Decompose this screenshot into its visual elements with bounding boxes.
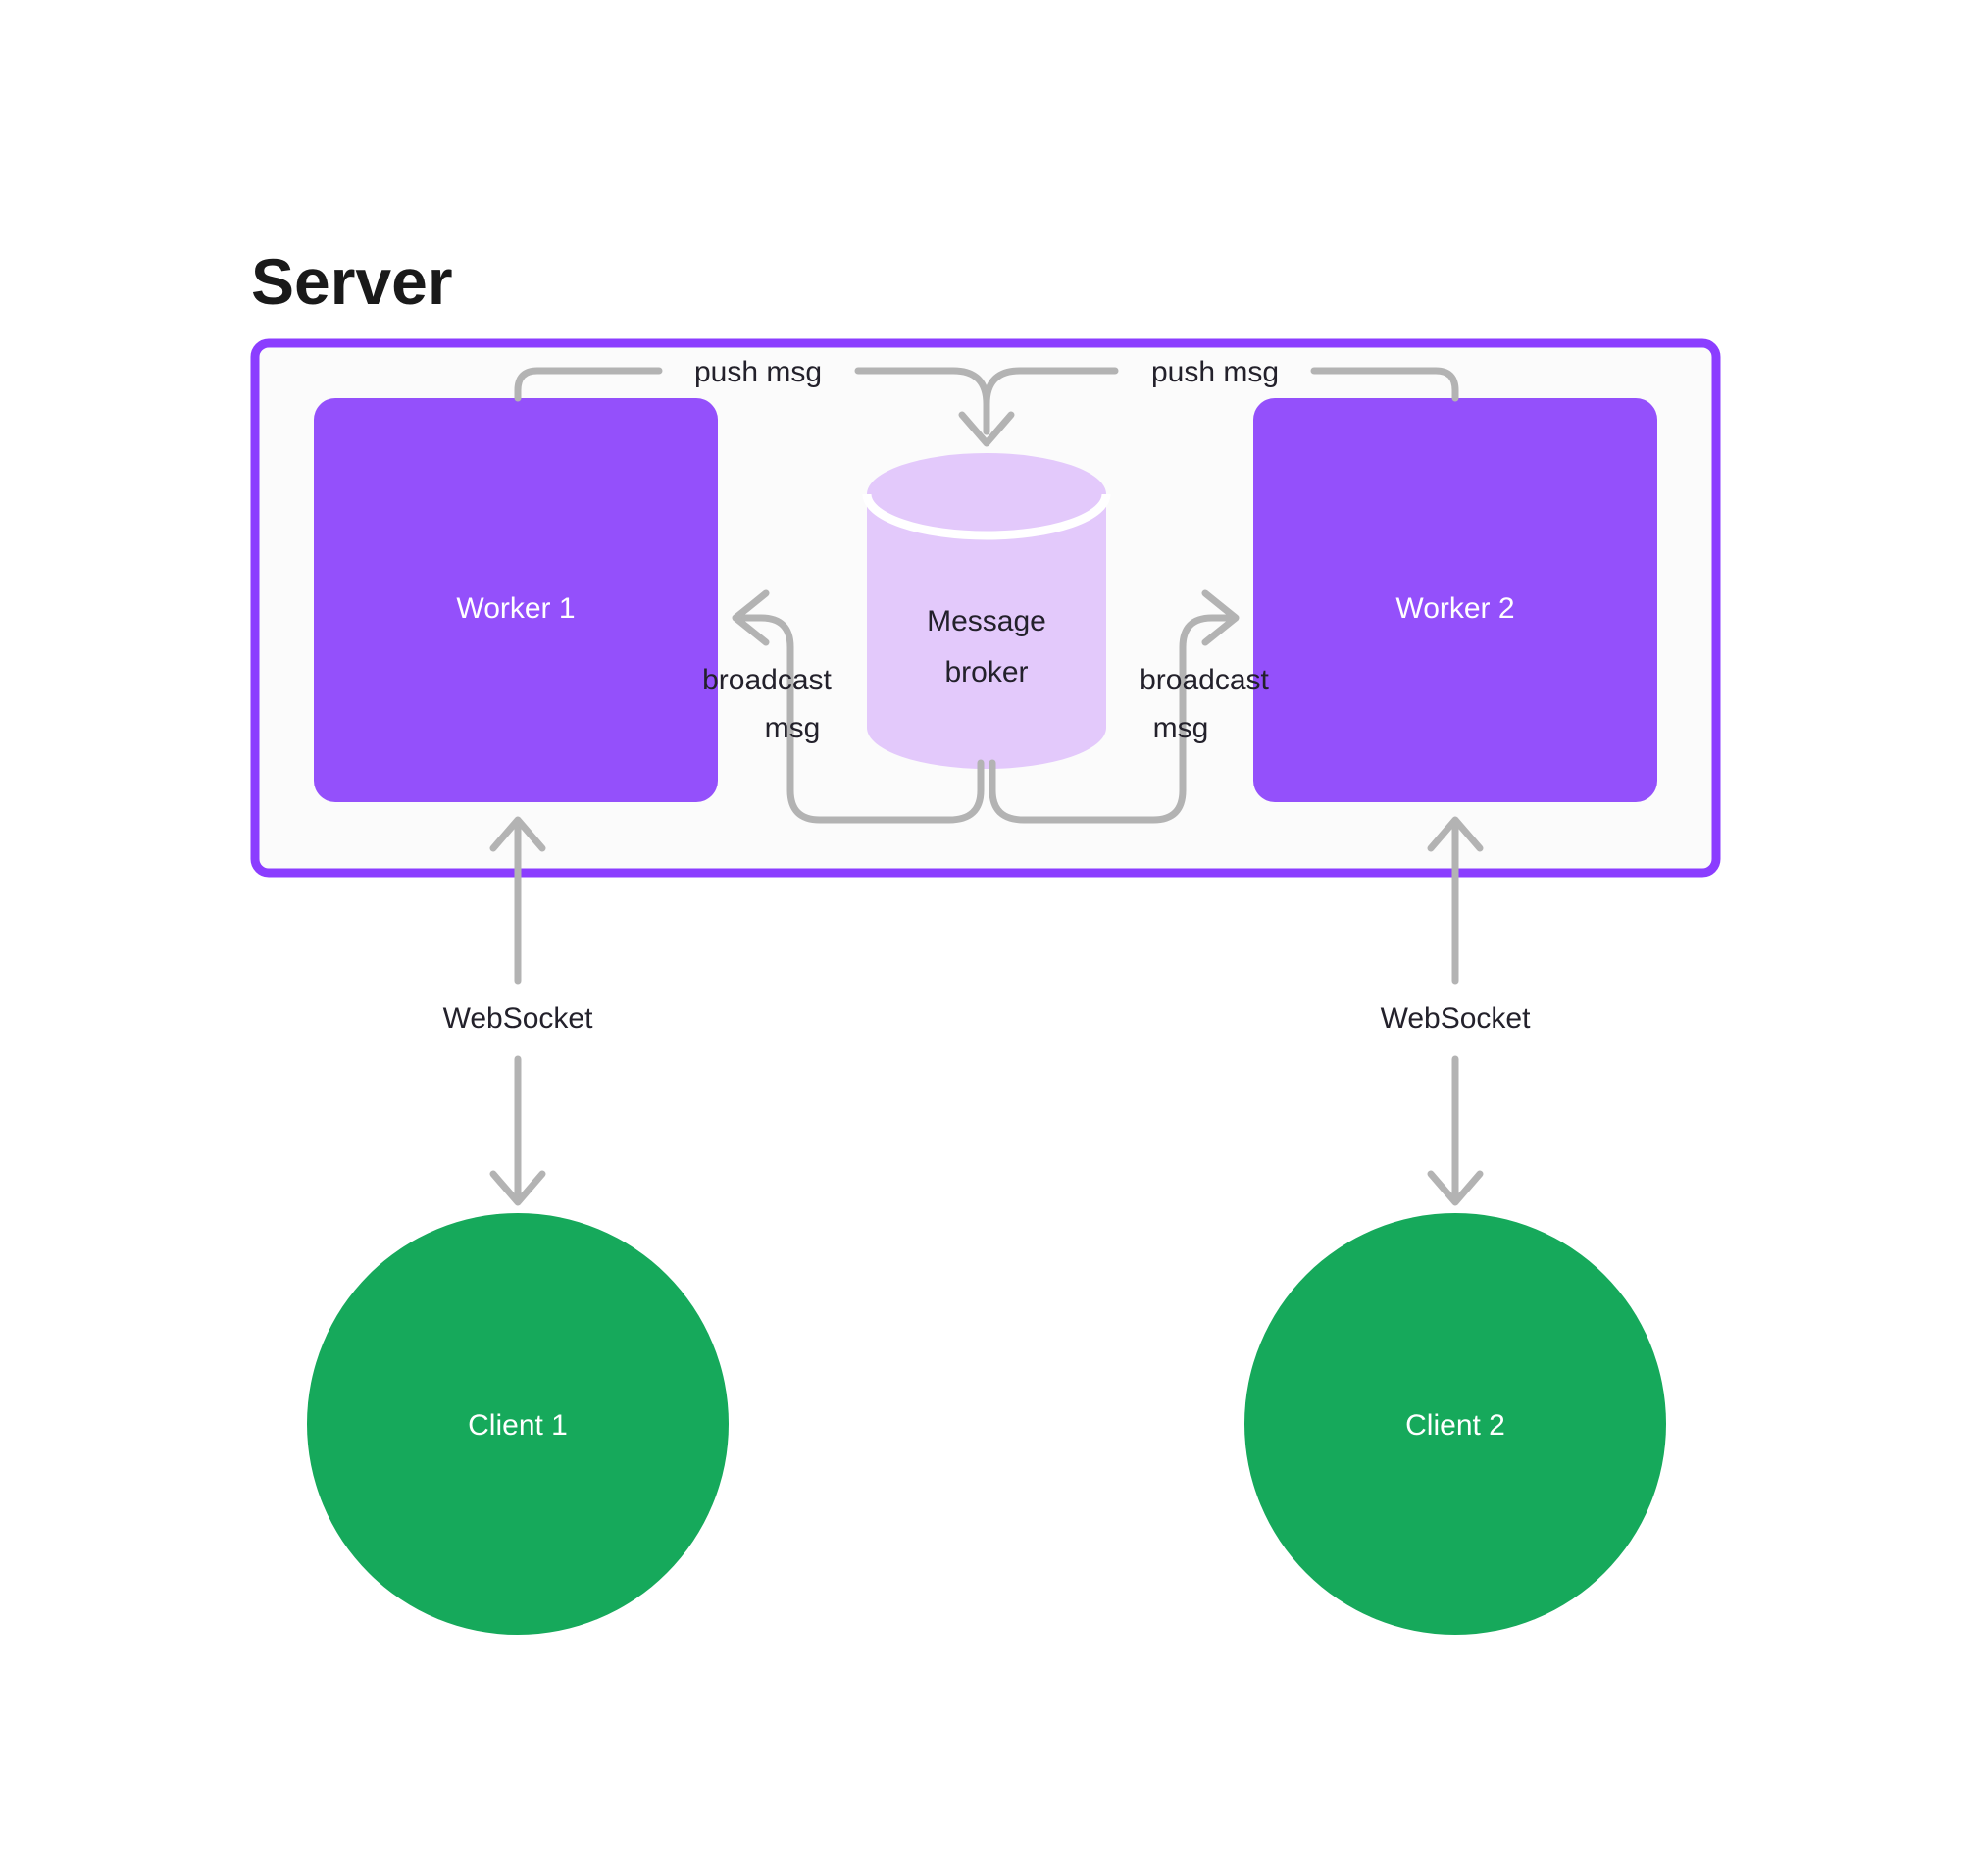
push-msg-left-line-a [514,367,663,402]
broadcast-msg-left-arrowhead-icon [732,589,770,646]
client-2-circle[interactable] [1244,1213,1666,1635]
worker-1-box[interactable] [314,398,718,802]
websocket-left-label: WebSocket [443,1002,594,1035]
broker-label-line1: Message [927,605,1046,637]
broker-top-ellipse [867,453,1106,535]
broadcast-msg-right-label-line2: msg [1153,712,1209,744]
page-title: Server [251,245,453,318]
push-msg-right-label: push msg [1151,356,1279,388]
websocket-right-up-arrowhead-icon [1427,816,1484,852]
websocket-right-label: WebSocket [1381,1002,1532,1035]
broadcast-msg-left-edge [732,589,985,824]
broadcast-msg-left-label-line2: msg [765,712,821,744]
broadcast-msg-left-label-line1: broadcast [702,664,832,696]
push-msg-right-edge [983,367,1459,435]
message-broker-cylinder[interactable] [862,453,1111,769]
push-msg-right-line-b [983,367,1119,435]
broadcast-msg-right-label-line1: broadcast [1140,664,1269,696]
broadcast-msg-right-line [988,614,1232,824]
broadcast-msg-right-edge [988,589,1240,824]
broker-rim-highlight [862,493,1111,540]
websocket-right-edge [1427,816,1484,1206]
client-2-label: Client 2 [1405,1409,1505,1442]
websocket-right-down-arrowhead-icon [1427,1170,1484,1206]
push-msg-left-label: push msg [694,356,822,388]
worker-2-label: Worker 2 [1395,592,1514,625]
broker-label-line2: broker [944,656,1028,688]
client-1-label: Client 1 [468,1409,568,1442]
websocket-left-down-arrowhead-icon [489,1170,546,1206]
push-msg-right-line-a [1310,367,1459,402]
websocket-left-up-arrowhead-icon [489,816,546,852]
client-1-circle[interactable] [307,1213,729,1635]
worker-1-label: Worker 1 [456,592,575,625]
push-msg-arrowhead-icon [958,411,1015,447]
websocket-left-edge [489,816,546,1206]
broker-body [867,494,1106,769]
worker-2-box[interactable] [1253,398,1657,802]
broadcast-msg-right-arrowhead-icon [1201,589,1240,646]
broadcast-msg-left-line [739,614,985,824]
